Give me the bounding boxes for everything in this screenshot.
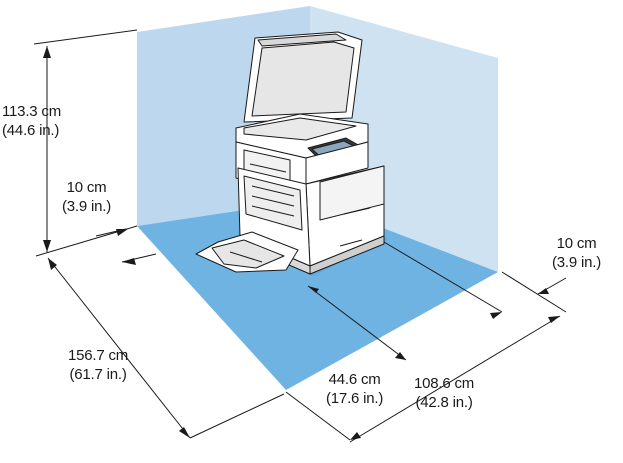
height-metric: 113.3 cm: [2, 103, 61, 120]
height-imperial: (44.6 in.): [2, 122, 60, 139]
dimension-arrow: [43, 46, 560, 440]
total-depth-label: 108.6 cm (42.8 in.): [414, 374, 474, 412]
total-width-metric: 156.7 cm: [68, 347, 129, 364]
front-clearance-imperial: (17.6 in.): [326, 390, 384, 407]
total-width-imperial: (61.7 in.): [69, 366, 127, 383]
height-label: 113.3 cm (44.6 in.): [2, 102, 61, 140]
total-depth-imperial: (42.8 in.): [415, 394, 473, 411]
front-clearance-metric: 44.6 cm: [328, 371, 381, 388]
rear-clearance-label: 10 cm (3.9 in.): [62, 178, 111, 216]
right-clearance-imperial: (3.9 in.): [552, 254, 602, 271]
total-width-line: [47, 257, 191, 439]
total-depth-metric: 108.6 cm: [414, 375, 475, 392]
front-clearance-line: [307, 285, 407, 361]
right-clearance-metric: 10 cm: [556, 235, 597, 252]
total-depth-line: [349, 315, 561, 443]
rear-clearance-metric: 10 cm: [66, 179, 107, 196]
dimension-lines: [33, 29, 567, 443]
right-clearance-label: 10 cm (3.9 in.): [552, 234, 601, 272]
total-width-label: 156.7 cm (61.7 in.): [68, 346, 128, 384]
rear-clearance-imperial: (3.9 in.): [62, 198, 112, 215]
front-clearance-label: 44.6 cm (17.6 in.): [326, 370, 383, 408]
multifunction-printer-illustration: [195, 31, 388, 276]
